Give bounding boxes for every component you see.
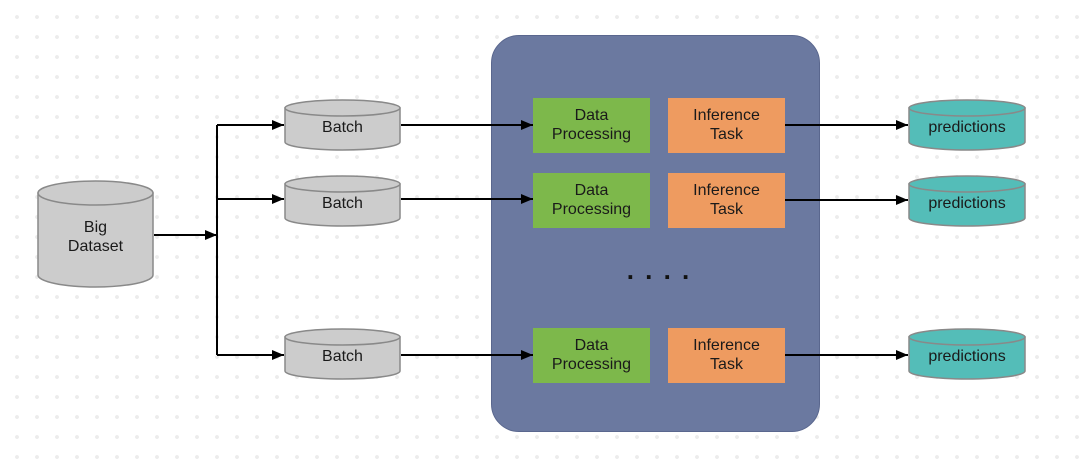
predictions-cylinder-3: predictions [908,328,1026,380]
cylinder-shape [284,175,401,227]
batch-cylinder-1: Batch [284,99,401,151]
batch-label: Batch [322,195,363,213]
predictions-cylinder-1: predictions [908,99,1026,151]
cylinder-shape [908,175,1026,227]
data-processing-box-2: Data Processing [533,173,650,228]
big-dataset-label: Big Dataset [67,218,124,255]
cylinder-shape [284,99,401,151]
cylinder-shape [37,180,154,288]
data-processing-box-3: Data Processing [533,328,650,383]
big-dataset-cylinder: Big Dataset [37,180,154,288]
batch-label: Batch [322,119,363,137]
cylinder-shape [908,328,1026,380]
cylinder-shape [284,328,401,380]
batch-cylinder-3: Batch [284,328,401,380]
predictions-label: predictions [928,348,1006,366]
data-processing-box-1: Data Processing [533,98,650,153]
inference-task-box-2: Inference Task [668,173,785,228]
inference-task-box-3: Inference Task [668,328,785,383]
batch-label: Batch [322,348,363,366]
predictions-label: predictions [928,195,1006,213]
predictions-label: predictions [928,119,1006,137]
more-workers-ellipsis: . . . . [626,254,692,285]
batch-cylinder-2: Batch [284,175,401,227]
inference-task-box-1: Inference Task [668,98,785,153]
cylinder-shape [908,99,1026,151]
predictions-cylinder-2: predictions [908,175,1026,227]
